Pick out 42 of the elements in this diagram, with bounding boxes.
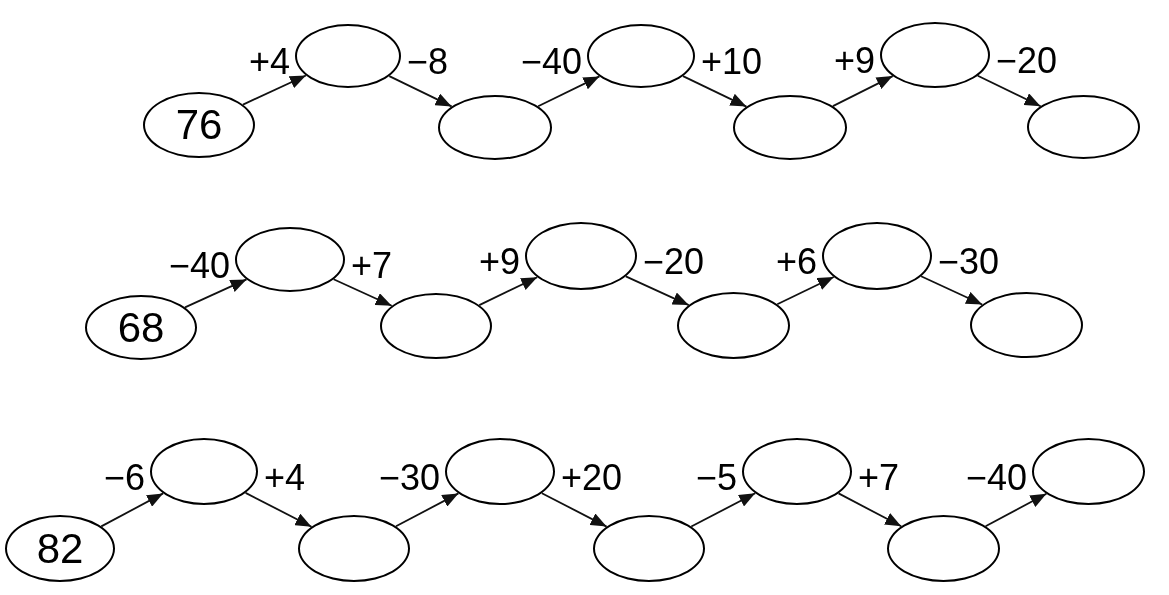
arrow (242, 74, 307, 106)
operation-label: +9 (833, 43, 875, 79)
arrow (920, 275, 984, 306)
arrow (832, 75, 894, 107)
operation-label: −40 (520, 44, 582, 80)
operation-label: +20 (561, 459, 623, 496)
blank-ellipse (880, 22, 990, 88)
operation-label: +6 (775, 244, 817, 280)
operation-label: −20 (996, 43, 1058, 79)
arrow (332, 278, 393, 307)
arrow (537, 75, 601, 108)
operation-label: −30 (378, 459, 440, 496)
operation-label: +7 (351, 247, 393, 284)
arrow (184, 278, 248, 309)
arrow (837, 492, 903, 528)
operation-label: −30 (938, 244, 1000, 280)
arrow (100, 492, 164, 528)
operation-label: −40 (168, 247, 230, 284)
arrow (690, 492, 757, 528)
arrow (541, 492, 608, 528)
arrow (478, 276, 539, 306)
operation-label: −20 (643, 244, 705, 280)
operation-label: −40 (965, 459, 1027, 496)
operation-label: +9 (478, 244, 520, 280)
arrow (984, 492, 1048, 528)
operation-label: −8 (407, 44, 449, 80)
operation-label: +4 (264, 459, 306, 496)
operation-label: +7 (858, 459, 900, 496)
arrow (244, 492, 313, 528)
number-text: 82 (36, 527, 84, 570)
arrow (395, 492, 460, 528)
arrow (624, 275, 690, 306)
arrow (776, 276, 835, 306)
operation-label: +10 (701, 44, 763, 80)
arrow (976, 74, 1042, 108)
arrow (388, 75, 453, 108)
operation-label: +4 (248, 44, 290, 80)
number-text: 76 (175, 104, 223, 146)
arrow (682, 75, 748, 108)
operation-label: −5 (695, 459, 737, 496)
number-text: 68 (117, 306, 165, 349)
operation-label: −6 (103, 459, 145, 496)
